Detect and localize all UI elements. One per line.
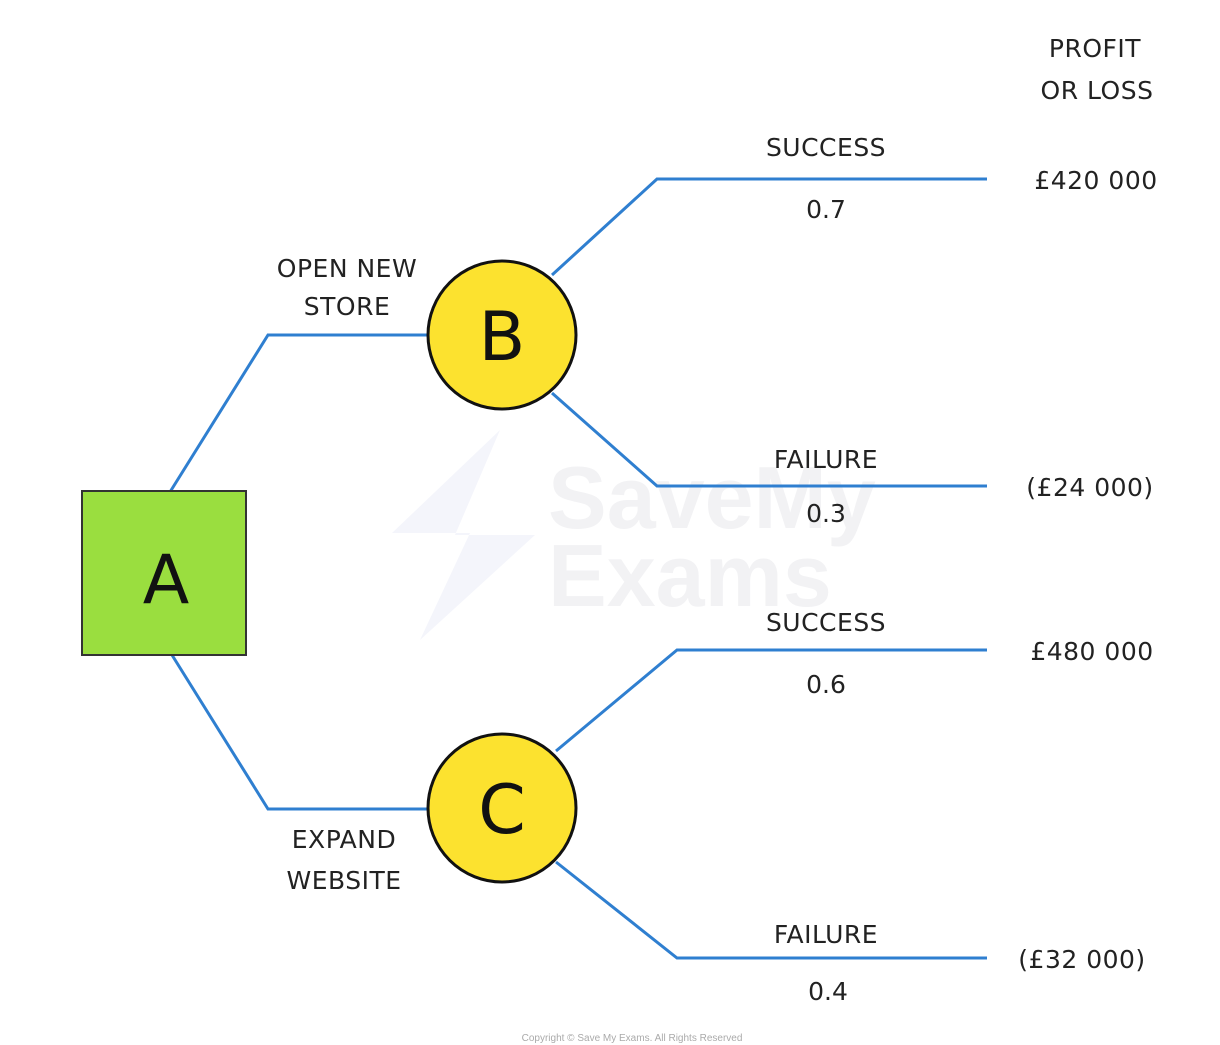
watermark-line2: Exams	[548, 526, 832, 625]
lightning-bolt-icon	[392, 430, 535, 640]
decision-node-a: A	[81, 490, 247, 656]
watermark-line1: SaveMy	[548, 448, 876, 547]
decision-node-label: A	[143, 541, 190, 620]
chance-node-circle	[426, 732, 578, 884]
header-line2: OR LOSS	[1041, 76, 1154, 105]
decision-node-square	[81, 490, 247, 656]
outcome-label: SUCCESS	[766, 608, 886, 637]
outcome-probability: 0.4	[808, 977, 848, 1006]
outcome-value: (£32 000)	[1018, 945, 1145, 974]
chance-node-b: B	[426, 259, 578, 411]
watermark: SaveMy Exams	[392, 430, 876, 640]
option-label-line1: EXPAND	[292, 825, 396, 854]
branches	[168, 177, 987, 960]
outcome-probability: 0.7	[806, 195, 846, 224]
option-label-line2: WEBSITE	[286, 866, 401, 895]
outcome-label: FAILURE	[774, 920, 878, 949]
branch-open-new-store	[168, 333, 432, 493]
branch-expand-website	[170, 654, 432, 811]
branch-b-success	[550, 177, 987, 277]
outcome-value: £480 000	[1030, 637, 1153, 666]
outcome-probability: 0.3	[806, 499, 846, 528]
outcome-label: FAILURE	[774, 445, 878, 474]
outcome-value: £420 000	[1034, 166, 1157, 195]
outcome-probability: 0.6	[806, 670, 846, 699]
copyright-notice: Copyright © Save My Exams. All Rights Re…	[522, 1033, 743, 1044]
chance-node-label: C	[478, 771, 525, 850]
outcome-value: (£24 000)	[1026, 473, 1153, 502]
chance-node-label: B	[479, 298, 526, 377]
chance-node-c: C	[426, 732, 578, 884]
option-label-line2: STORE	[304, 292, 390, 321]
branch-c-success	[555, 648, 987, 753]
branch-c-failure	[555, 860, 987, 960]
outcome-label: SUCCESS	[766, 133, 886, 162]
chance-node-circle	[426, 259, 578, 411]
option-label-line1: OPEN NEW	[277, 254, 417, 283]
branch-b-failure	[551, 391, 987, 488]
header-line1: PROFIT	[1049, 34, 1141, 63]
